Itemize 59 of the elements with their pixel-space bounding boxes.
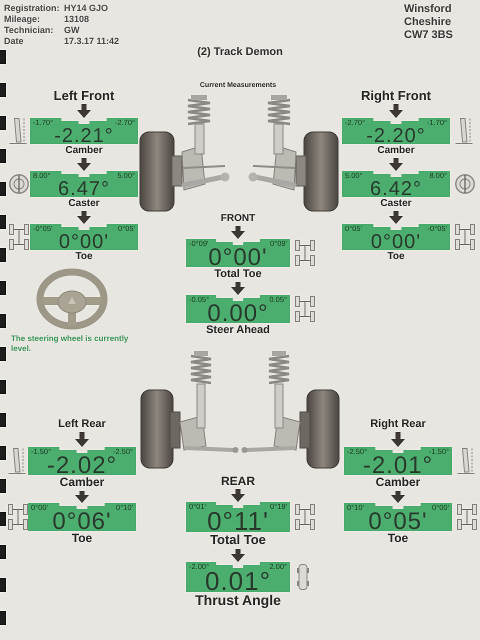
gauge-caption: Toe xyxy=(72,531,92,546)
gauge-caption: Caster xyxy=(380,197,412,210)
field-value: 17.3.17 11:42 xyxy=(64,36,120,47)
gauge-caption: Total Toe xyxy=(210,532,266,548)
gauge-caption: Caster xyxy=(68,197,100,210)
section-heading: Right Rear xyxy=(370,418,426,431)
gauge-reading: 0°00' xyxy=(58,234,110,250)
arrow xyxy=(77,158,91,171)
gauge-reading: -2.20° xyxy=(366,128,426,144)
gauge-caption: Steer Ahead xyxy=(206,323,270,337)
gauge-caption: Toe xyxy=(387,250,405,263)
gauge-caption: Camber xyxy=(376,475,420,490)
arrow xyxy=(389,211,403,224)
gauge-reading: 0°06' xyxy=(52,512,112,531)
arrow xyxy=(391,432,405,447)
gauge-reading: 6.47° xyxy=(58,181,110,197)
gauge-reading: 0.00° xyxy=(207,304,269,323)
section-heading: REAR xyxy=(221,474,255,488)
report-title: (2) Track Demon xyxy=(197,46,283,59)
gauge-caption: Toe xyxy=(388,531,408,546)
gauge-caption: Camber xyxy=(65,144,103,157)
section-heading: FRONT xyxy=(220,213,256,225)
field-value: 13108 xyxy=(64,14,90,25)
gauge-reading: 0°05' xyxy=(368,512,428,531)
section-heading: Left Rear xyxy=(58,418,106,431)
section-heading: Left Front xyxy=(54,88,114,103)
arrow xyxy=(231,226,245,239)
address-text: Winsford Cheshire CW7 3BS xyxy=(404,3,454,42)
field-label: Mileage: xyxy=(4,14,40,25)
gauge-reading: -2.02° xyxy=(46,456,118,475)
status-note: The steering wheel is currently level. xyxy=(11,334,130,354)
field-label: Date xyxy=(4,36,24,47)
field-label: Technician: xyxy=(4,25,54,36)
gauge-reading: 0.01° xyxy=(205,571,271,592)
gauge-reading: 0°00' xyxy=(208,248,268,267)
field-value: GW xyxy=(64,25,80,36)
field-value: HY14 GJO xyxy=(64,3,108,14)
arrow xyxy=(389,158,403,171)
field-label: Registration: xyxy=(4,3,60,14)
arrow xyxy=(231,489,245,502)
arrow xyxy=(389,104,403,118)
arrow xyxy=(77,211,91,224)
gauge-reading: -2.01° xyxy=(362,456,434,475)
arrow xyxy=(77,104,91,118)
gauge-caption: Camber xyxy=(377,144,415,157)
arrow xyxy=(231,549,245,562)
arrow xyxy=(231,282,245,295)
gauge-reading: -2.21° xyxy=(54,128,114,144)
gauge-caption: Toe xyxy=(75,250,93,263)
gauge-reading: 0°00' xyxy=(370,234,422,250)
gauge-caption: Total Toe xyxy=(214,267,262,281)
gauge-caption: Thrust Angle xyxy=(195,592,281,609)
gauge-caption: Camber xyxy=(60,475,104,490)
arrow xyxy=(391,491,405,503)
arrow xyxy=(75,491,89,503)
arrow xyxy=(75,432,89,447)
gauge-reading: 0°11' xyxy=(207,511,269,532)
section-heading: Right Front xyxy=(360,88,432,103)
gauge-reading: 6.42° xyxy=(370,181,422,197)
